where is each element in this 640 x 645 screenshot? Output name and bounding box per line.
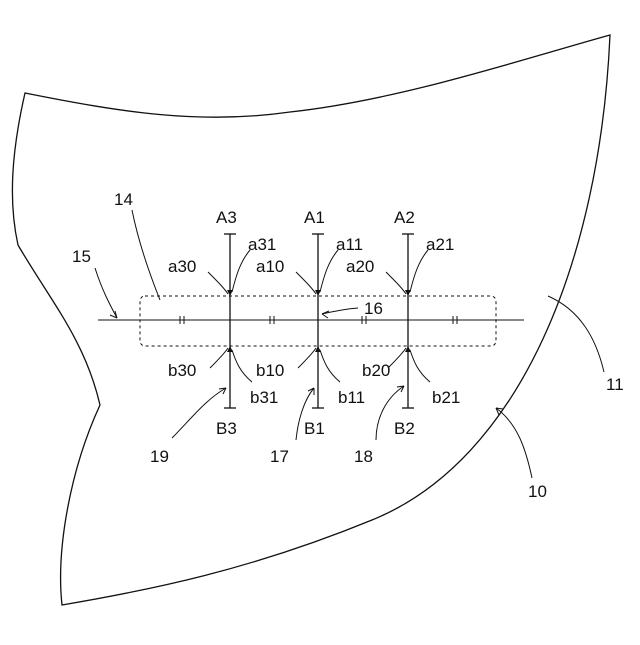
point-label-b21: b21 xyxy=(432,388,460,407)
section-label-A1: A1 xyxy=(304,208,325,227)
section-label-A2: A2 xyxy=(394,208,415,227)
section-label-A3: A3 xyxy=(216,208,237,227)
point-label-a10: a10 xyxy=(256,257,284,276)
point-label-b10: b10 xyxy=(256,361,284,380)
section-label-B3: B3 xyxy=(216,419,237,438)
ref-numeral-19: 19 xyxy=(150,447,169,466)
ref-numeral-14: 14 xyxy=(114,190,133,209)
point-label-b31: b31 xyxy=(250,388,278,407)
point-label-a11: a11 xyxy=(336,235,363,254)
section-line-3 xyxy=(224,234,236,408)
ref-numeral-11: 11 xyxy=(606,375,624,394)
ref-numeral-16: 16 xyxy=(364,299,383,318)
ref-numeral-15: 15 xyxy=(72,247,91,266)
point-label-a21: a21 xyxy=(426,235,454,254)
ref-numeral-18: 18 xyxy=(354,447,373,466)
ref-numeral-17: 17 xyxy=(270,447,289,466)
point-label-a30: a30 xyxy=(168,257,196,276)
point-label-a20: a20 xyxy=(346,257,374,276)
intersection-arrowheads xyxy=(227,290,411,352)
point-label-a31: a31 xyxy=(248,235,276,254)
section-line-1 xyxy=(312,234,324,408)
section-line-2 xyxy=(402,234,414,408)
point-label-b30: b30 xyxy=(168,361,196,380)
point-label-b11: b11 xyxy=(338,388,365,407)
section-label-B1: B1 xyxy=(304,419,325,438)
section-label-B2: B2 xyxy=(394,419,415,438)
ref-numeral-10: 10 xyxy=(528,482,547,501)
point-label-b20: b20 xyxy=(362,361,390,380)
